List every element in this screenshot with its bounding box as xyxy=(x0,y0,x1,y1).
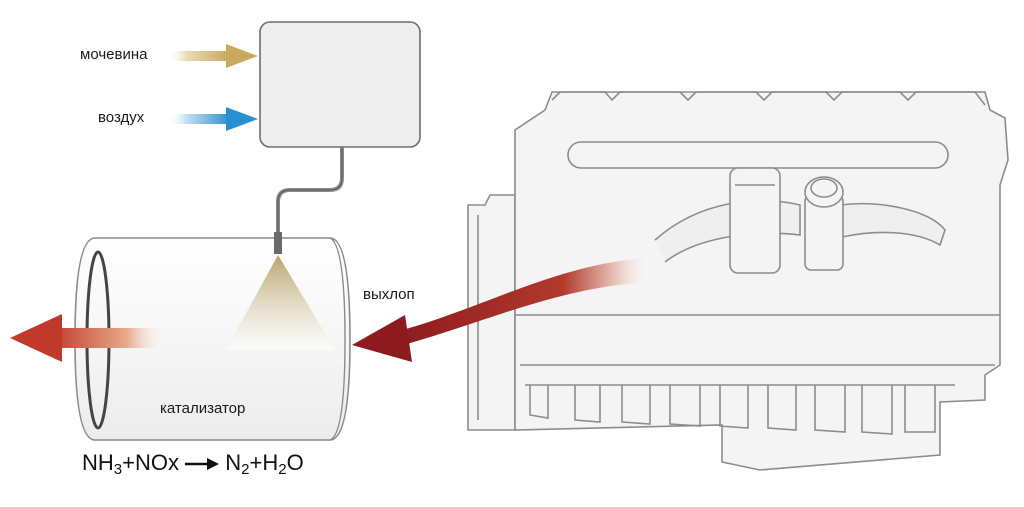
exhaust-arrow xyxy=(352,258,655,362)
engine xyxy=(467,91,1009,471)
air-label: воздух xyxy=(98,109,145,126)
urea-label: мочевина xyxy=(80,46,148,63)
reaction-nh-sub: 3 xyxy=(113,461,123,478)
reaction-arrow-icon xyxy=(185,458,220,471)
urea-spray-cone xyxy=(226,255,335,350)
reaction-n: N xyxy=(225,450,242,475)
reaction-n-sub: 2 xyxy=(241,461,250,478)
dosing-line xyxy=(276,147,344,240)
exhaust-label: выхлоп xyxy=(363,286,415,303)
dosing-control-unit xyxy=(259,21,421,148)
reaction-nh: NH xyxy=(82,450,114,475)
reaction-h-sub: 2 xyxy=(278,461,287,478)
reaction-equation: NH3+NOx N2+H2O xyxy=(82,450,304,478)
reaction-plus-nox: +NOx xyxy=(122,450,179,475)
reaction-o: O xyxy=(286,450,304,475)
injector-nozzle xyxy=(274,232,282,254)
reaction-plus-h: +H xyxy=(249,450,279,475)
catalyst-label: катализатор xyxy=(160,400,246,417)
air-arrow xyxy=(168,107,258,131)
urea-arrow xyxy=(168,44,258,68)
outlet-arrow xyxy=(10,314,168,362)
